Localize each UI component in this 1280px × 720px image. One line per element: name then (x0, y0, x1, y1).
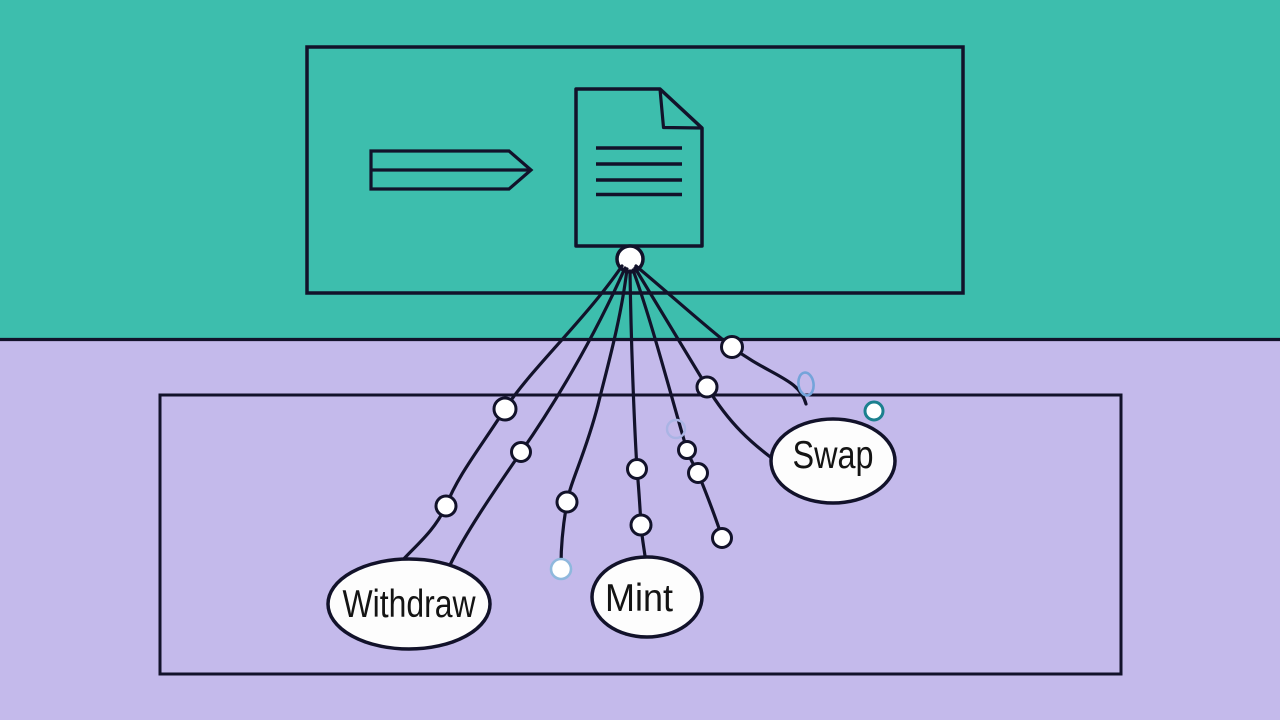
event-node-circle (626, 458, 648, 480)
blue-ring-node (549, 557, 573, 581)
withdraw-label: Withdraw (343, 583, 477, 626)
event-node-circle (510, 441, 532, 463)
document-page (574, 87, 704, 248)
top-background (0, 0, 1280, 340)
connector-line-withdraw-1 (399, 264, 624, 564)
event-node-circle (555, 490, 579, 514)
swap-node: Swap (769, 417, 897, 505)
swap-label: Swap (793, 434, 874, 477)
bottom-panel-box (158, 393, 1123, 676)
top-panel-box (305, 45, 965, 295)
event-node-circle (677, 440, 697, 460)
event-node-circle (720, 335, 744, 359)
withdraw-ellipse (326, 557, 492, 651)
sketch-circle-blue (797, 371, 815, 397)
teal-ring-node (863, 400, 885, 422)
event-node-circle (711, 527, 733, 549)
arrow-outline (369, 149, 534, 191)
event-node-circle (695, 375, 719, 399)
mint-label: Mint (605, 577, 673, 620)
event-node-circle (687, 462, 709, 484)
connector-line-deadend-blue (559, 267, 629, 567)
event-node-circle (434, 494, 458, 518)
sketch-circle-lavender (665, 418, 687, 440)
document-fold-corner (658, 88, 703, 130)
swap-ellipse (769, 417, 897, 505)
withdraw-node: Withdraw (326, 557, 492, 651)
arrow-right-icon (369, 149, 534, 191)
mint-node: Mint (590, 555, 704, 639)
event-nodes (434, 335, 744, 549)
mint-ellipse (590, 555, 704, 639)
document-icon (574, 87, 704, 248)
event-node-circle (492, 396, 518, 422)
event-node-circle (629, 513, 653, 537)
